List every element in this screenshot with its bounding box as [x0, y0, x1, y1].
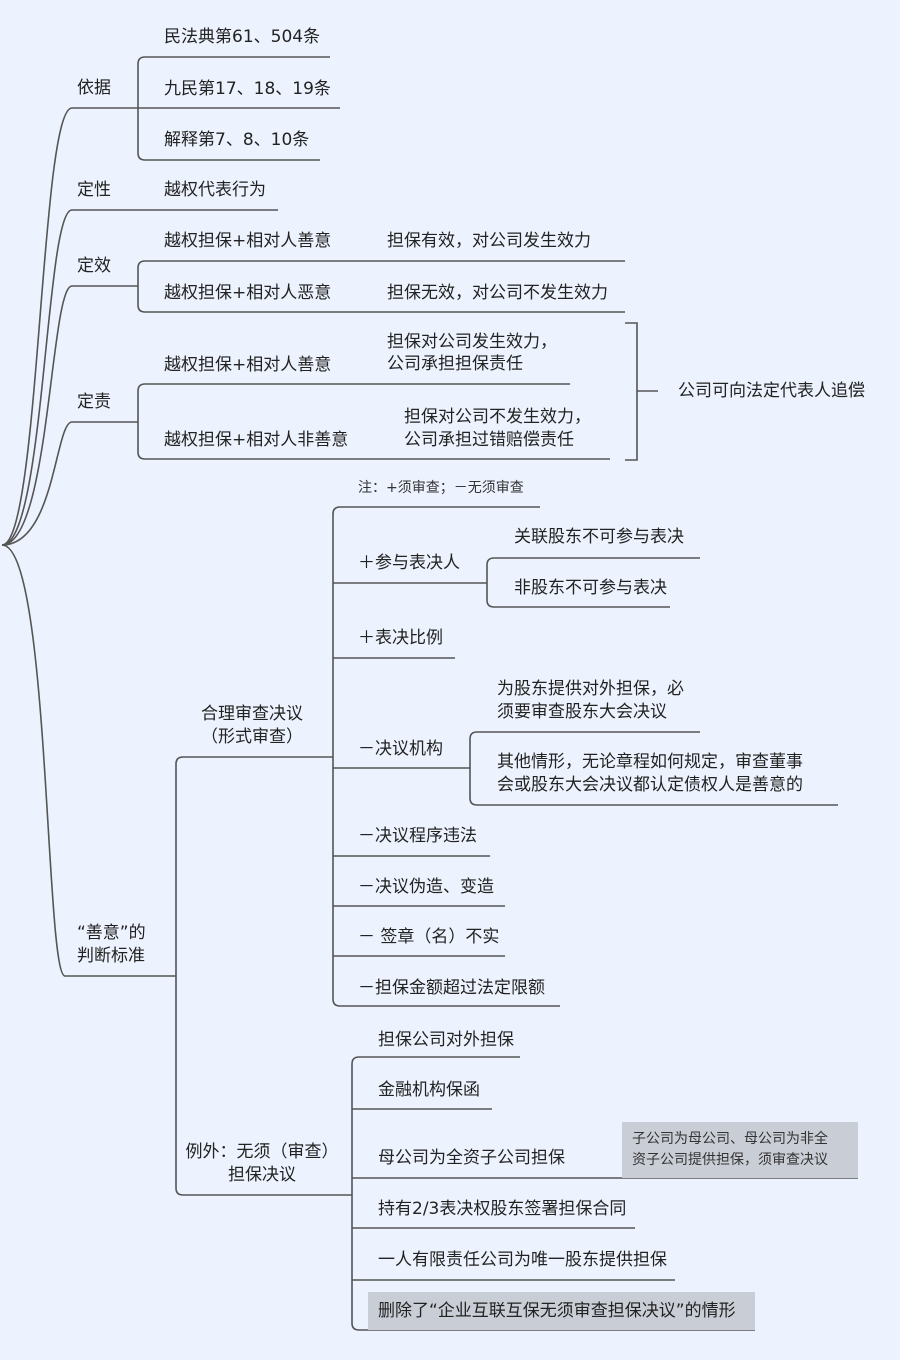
exceptions-label: 担保决议: [228, 1165, 296, 1185]
basis-item: 九民第17、18、19条: [164, 79, 331, 99]
exception-item: 持有2/3表决权股东签署担保合同: [378, 1199, 627, 1219]
validity-condition: 越权担保+相对人恶意: [164, 283, 332, 303]
deleted-item-box: 删除了“企业互联互保无须审查担保决议”的情形: [368, 1292, 755, 1330]
liability-result: 担保对公司不发生效力，: [404, 407, 591, 427]
branch-good-faith: “善意”的: [77, 923, 146, 943]
review-item: －决议程序违法: [358, 826, 477, 846]
voters-item: 关联股东不可参与表决: [514, 527, 684, 547]
review-label: （形式审查）: [201, 727, 303, 747]
basis-item: 解释第7、8、10条: [164, 130, 310, 150]
exception-item: 担保公司对外担保: [378, 1030, 514, 1050]
review-item: － 签章（名）不实: [358, 927, 500, 947]
liability-condition: 越权担保+相对人善意: [164, 355, 332, 375]
review-note: 注：+须审查；－无须审查: [358, 480, 524, 496]
organ-item: 须要审查股东大会决议: [497, 702, 667, 722]
organ-item: 会或股东大会决议都认定债权人是善意的: [497, 775, 803, 795]
organ-item: 为股东提供对外担保，必: [497, 679, 684, 699]
exception-item: 母公司为全资子公司担保: [378, 1148, 565, 1168]
liability-result: 担保对公司发生效力，: [387, 332, 557, 352]
review-organ: －决议机构: [358, 739, 443, 759]
exception-item-deleted: 删除了“企业互联互保无须审查担保决议”的情形: [378, 1301, 736, 1321]
basis-item: 民法典第61、504条: [164, 27, 321, 47]
branch-basis: 依据: [77, 78, 111, 98]
exception-item: 金融机构保函: [378, 1080, 480, 1100]
review-item: －担保金额超过法定限额: [358, 978, 545, 998]
branch-validity: 定效: [77, 256, 111, 276]
review-ratio: ＋表决比例: [358, 628, 443, 648]
review-item: －决议伪造、变造: [358, 877, 494, 897]
branch-liability: 定责: [77, 392, 111, 412]
nature-item: 越权代表行为: [164, 180, 266, 200]
voters-item: 非股东不可参与表决: [514, 578, 667, 598]
branch-nature: 定性: [77, 180, 111, 200]
exceptions-label: 例外：无须（审查）: [185, 1142, 339, 1162]
review-voters: ＋参与表决人: [358, 553, 460, 573]
validity-result: 担保有效，对公司发生效力: [387, 231, 591, 251]
review-label: 合理审查决议: [201, 704, 303, 724]
exception-note: 子公司为母公司、母公司为非全: [632, 1131, 828, 1147]
validity-result: 担保无效，对公司不发生效力: [387, 283, 608, 303]
branch-good-faith: 判断标准: [77, 946, 145, 966]
organ-item: 其他情形，无论章程如何规定，审查董事: [497, 752, 803, 772]
exception-item: 一人有限责任公司为唯一股东提供担保: [378, 1250, 667, 1270]
liability-summary: 公司可向法定代表人追偿: [678, 381, 865, 401]
exception-note-box: 子公司为母公司、母公司为非全 资子公司提供担保，须审查决议: [622, 1122, 858, 1178]
liability-result: 公司承担过错赔偿责任: [404, 430, 574, 450]
liability-condition: 越权担保+相对人非善意: [164, 430, 349, 450]
validity-condition: 越权担保+相对人善意: [164, 231, 332, 251]
exception-note: 资子公司提供担保，须审查决议: [632, 1152, 828, 1168]
liability-result: 公司承担担保责任: [387, 354, 523, 374]
